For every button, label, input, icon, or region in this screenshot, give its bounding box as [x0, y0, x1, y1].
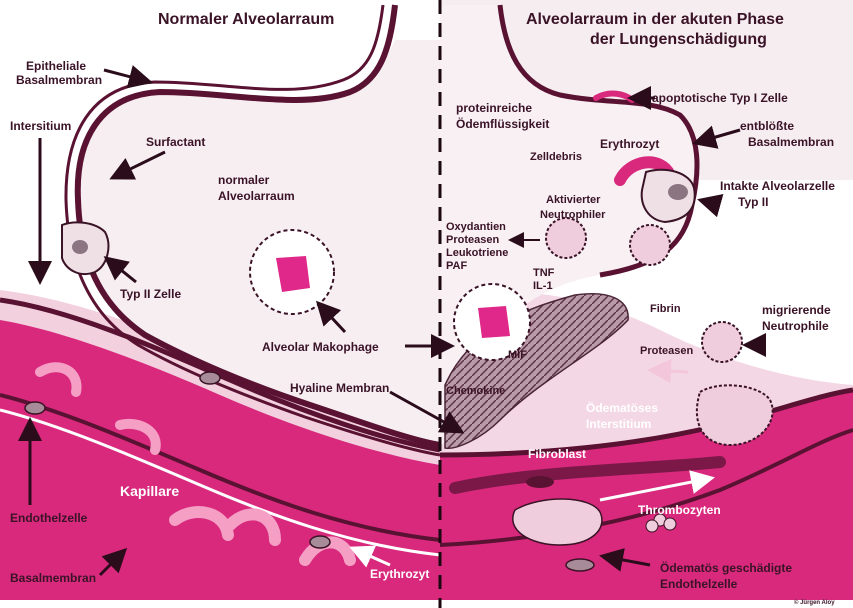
thrombocyte-3	[646, 520, 658, 532]
label-protein-line1: proteinreiche	[456, 101, 532, 115]
label-damaged-line2: Endothelzelle	[660, 577, 738, 591]
intact-type2-nucleus	[668, 184, 688, 200]
label-surfactant: Surfactant	[146, 135, 205, 149]
left-title: Normaler Alveolarraum	[158, 11, 334, 28]
migrating-neutrophil	[702, 322, 742, 362]
label-mif: MIF	[508, 349, 527, 361]
thrombocyte-2	[664, 518, 676, 530]
left-endothelial-cell-2	[200, 372, 220, 384]
label-edema-line2: Interstitium	[586, 417, 651, 431]
right-title-line1: Alveolarraum in der akuten Phase	[526, 11, 784, 28]
label-il1: IL-1	[533, 280, 553, 292]
left-endothelial-cell-3	[310, 536, 330, 548]
label-type2: Typ II Zelle	[120, 287, 181, 301]
credit: © Jürgen Aloy	[794, 599, 835, 606]
label-normal-space-line2: Alveolarraum	[218, 189, 295, 203]
label-mediator-3: Leukotriene	[446, 247, 508, 259]
left-macrophage-nucleus	[276, 256, 310, 292]
label-fibrin: Fibrin	[650, 303, 681, 315]
arrow-epithelial	[104, 70, 150, 82]
label-tnf: TNF	[533, 267, 555, 279]
left-type2-nucleus	[72, 240, 88, 254]
label-migrating-line2: Neutrophile	[762, 319, 829, 333]
label-proteases: Proteasen	[640, 345, 693, 357]
label-endothelial: Endothelzelle	[10, 511, 88, 525]
label-normal-space-line1: normaler	[218, 173, 270, 187]
label-damaged-line1: Ödematös geschädigte	[660, 560, 792, 575]
label-mediator-2: Proteasen	[446, 234, 499, 246]
label-hyaline: Hyaline Membran	[290, 381, 389, 395]
label-capillary: Kapillare	[120, 483, 179, 499]
label-intact-line1: Intakte Alveolarzelle	[720, 179, 835, 193]
left-endothelial-cell-1	[25, 402, 45, 414]
label-edema-line1: Ödematöses	[586, 400, 658, 415]
label-migrating-line1: migrierende	[762, 303, 831, 317]
fibroblast-nucleus	[526, 476, 554, 488]
label-apoptotic: apoptotische Typ I Zelle	[652, 91, 788, 105]
label-exposed-line1: entblößte	[740, 119, 794, 133]
label-neutro-line1: Aktivierter	[546, 194, 601, 206]
label-erythrocyte-left: Erythrozyt	[370, 567, 429, 581]
label-basement: Basalmembran	[10, 571, 96, 585]
arrow-proteases	[650, 370, 688, 372]
label-chemokine: Chemokine	[446, 385, 505, 397]
damaged-endothelial-cell	[566, 559, 594, 571]
label-exposed-line2: Basalmembran	[748, 135, 834, 149]
activated-neutrophil-2	[630, 225, 670, 265]
intact-type2-cell	[642, 170, 695, 222]
right-macrophage-nucleus	[478, 306, 510, 338]
label-thrombocytes: Thrombozyten	[638, 503, 721, 517]
label-protein-line2: Ödemflüssigkeit	[456, 116, 549, 131]
activated-neutrophil-1	[546, 218, 586, 258]
label-epithelial-line2: Basalmembran	[16, 73, 102, 87]
label-intact-line2: Typ II	[738, 195, 768, 209]
label-neutro-line2: Neutrophiler	[540, 209, 606, 221]
label-fibroblast: Fibroblast	[528, 447, 586, 461]
label-debris: Zelldebris	[530, 151, 582, 163]
label-interstitium: Intersitium	[10, 119, 71, 133]
thrombocyte-cluster	[513, 499, 602, 545]
arrow-intact	[700, 200, 718, 205]
right-title-line2: der Lungenschädigung	[590, 31, 767, 48]
label-erythrocyte-right: Erythrozyt	[600, 137, 659, 151]
label-mediator-1: Oxydantien	[446, 221, 506, 233]
label-epithelial-line1: Epitheliale	[26, 59, 86, 73]
label-mediator-4: PAF	[446, 260, 467, 272]
label-macrophage: Alveolar Makophage	[262, 340, 379, 354]
